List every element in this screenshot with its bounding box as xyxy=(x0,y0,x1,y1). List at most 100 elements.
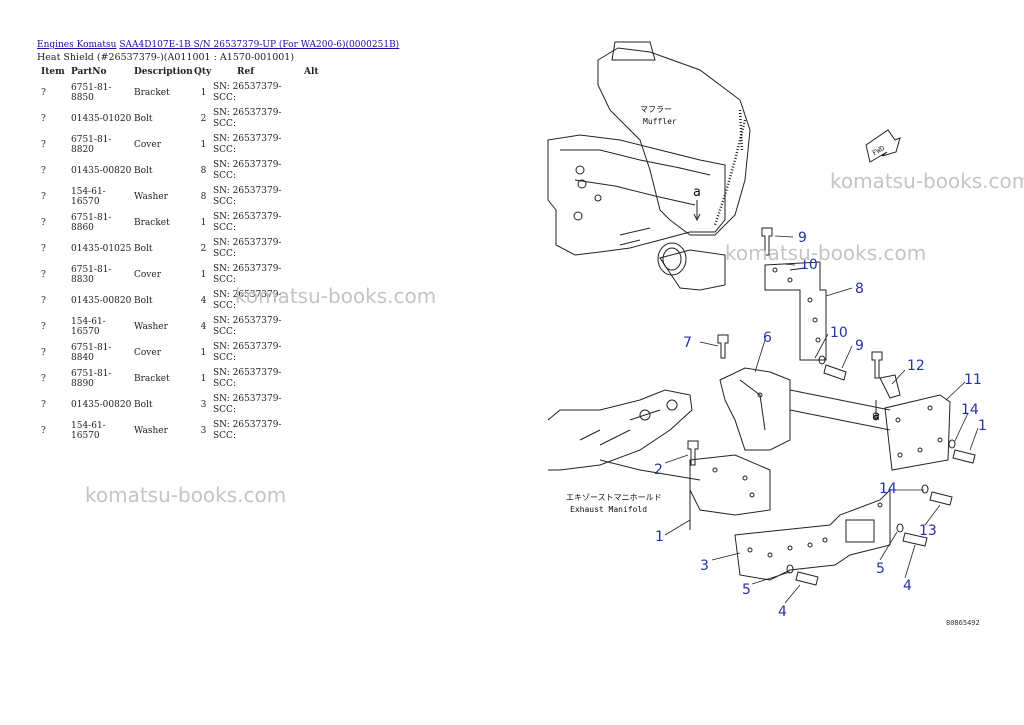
muffler-label-jp: マフラー xyxy=(640,105,672,114)
callout-9: 9 xyxy=(855,338,864,354)
cell-item: ? xyxy=(41,296,46,306)
cell-partno: 01435-01020 xyxy=(71,114,132,124)
manifold-label-en: Exhaust Manifold xyxy=(570,505,647,514)
leader-lines xyxy=(664,235,979,604)
cell-item: ? xyxy=(41,218,46,228)
callout-10: 10 xyxy=(800,257,818,273)
cell-qty: 1 xyxy=(200,374,207,384)
cell-qty: 1 xyxy=(200,140,207,150)
cell-ref: SN: 26537379-SCC: xyxy=(213,238,282,259)
cell-partno: 6751-81-8850 xyxy=(71,83,112,103)
marker-a: a xyxy=(693,185,701,200)
callout-labels: 9 10 8 10 9 6 7 12 11 14 1 2 1 3 5 4 14 … xyxy=(654,230,987,620)
bracket-8 xyxy=(764,261,827,361)
watermark: komatsu-books.com xyxy=(725,241,927,265)
cell-partno: 154-61-16570 xyxy=(71,317,106,337)
cell-description: Bolt xyxy=(134,296,153,306)
marker-a: a xyxy=(872,409,880,424)
header-item: Item xyxy=(41,67,65,77)
cell-description: Bracket xyxy=(134,374,170,384)
callout-1: 1 xyxy=(655,529,664,545)
cell-description: Cover xyxy=(134,270,162,280)
page-title: Heat Shield (#26537379-)(A011001 : A1570… xyxy=(37,52,295,63)
callout-6: 6 xyxy=(763,330,772,346)
callout-8: 8 xyxy=(855,281,864,297)
cell-description: Cover xyxy=(134,348,162,358)
cell-ref: SN: 26537379-SCC: xyxy=(213,342,282,363)
muffler: マフラー Muffler a xyxy=(597,41,751,236)
engine-outline xyxy=(547,134,726,481)
table-row: ? 6751-81-8850 Bracket 1 SN: 26537379-SCC: xyxy=(37,80,334,106)
bracket-1 xyxy=(689,454,771,530)
callout-14: 14 xyxy=(961,402,979,418)
cell-item: ? xyxy=(41,166,46,176)
breadcrumb-link-model[interactable]: SAA4D107E-1B S/N 26537379-UP (For WA200-… xyxy=(119,40,400,50)
cell-ref: SN: 26537379-SCC: xyxy=(213,368,282,389)
breadcrumb-link-engines[interactable]: Engines Komatsu xyxy=(37,40,117,50)
cover-6 xyxy=(719,367,891,451)
cell-partno: 6751-81-8890 xyxy=(71,369,112,389)
cell-qty: 3 xyxy=(200,400,207,410)
cell-ref: SN: 26537379-SCC: xyxy=(213,316,282,337)
cell-ref: SN: 26537379-SCC: xyxy=(213,394,282,415)
callout-2: 2 xyxy=(654,462,663,478)
cover-3 xyxy=(734,488,891,581)
breadcrumb: Engines Komatsu SAA4D107E-1B S/N 2653737… xyxy=(37,40,399,50)
cell-qty: 2 xyxy=(200,114,207,124)
cell-qty: 1 xyxy=(200,88,207,98)
callout-5: 5 xyxy=(876,561,885,577)
cell-ref: SN: 26537379-SCC: xyxy=(213,108,282,129)
cell-qty: 4 xyxy=(200,296,207,306)
cell-description: Bolt xyxy=(134,114,153,124)
cell-qty: 2 xyxy=(200,244,207,254)
callout-3: 3 xyxy=(700,558,709,574)
cell-qty: 8 xyxy=(200,192,207,202)
cell-description: Cover xyxy=(134,140,162,150)
cell-description: Washer xyxy=(134,192,168,202)
cell-ref: SN: 26537379-SCC: xyxy=(213,134,282,155)
cell-description: Bracket xyxy=(134,218,170,228)
cell-partno: 154-61-16570 xyxy=(71,187,106,207)
cell-item: ? xyxy=(41,322,46,332)
callout-1: 1 xyxy=(978,418,987,434)
cell-ref: SN: 26537379-SCC: xyxy=(213,82,282,103)
bolts xyxy=(687,227,976,586)
cell-qty: 1 xyxy=(200,348,207,358)
callout-13: 13 xyxy=(919,523,937,539)
callout-14: 14 xyxy=(879,481,897,497)
cell-item: ? xyxy=(41,192,46,202)
callout-10: 10 xyxy=(830,325,848,341)
cell-item: ? xyxy=(41,88,46,98)
header-description: Description xyxy=(134,67,193,77)
cover-11 xyxy=(884,394,951,471)
parts-table: Item PartNo Description Qty Ref Alt ?675… xyxy=(37,64,334,444)
cell-description: Washer xyxy=(134,426,168,436)
callout-4: 4 xyxy=(778,604,787,620)
muffler-label-en: Muffler xyxy=(643,117,677,126)
callout-9: 9 xyxy=(798,230,807,246)
cell-item: ? xyxy=(41,114,46,124)
cell-item: ? xyxy=(41,374,46,384)
manifold-label-jp: エキゾーストマニホールド xyxy=(566,493,662,502)
watermark: komatsu-books.com xyxy=(830,169,1024,193)
table-row: ? 6751-81-8890 Bracket 1 SN: 26537379-SCC: xyxy=(37,366,334,392)
diagram-code: 80865492 xyxy=(946,619,980,627)
cell-qty: 1 xyxy=(200,270,207,280)
cell-item: ? xyxy=(41,426,46,436)
callout-5: 5 xyxy=(742,582,751,598)
cell-partno: 01435-01025 xyxy=(71,244,132,254)
fwd-arrow-icon: FWD xyxy=(865,129,901,163)
cell-description: Washer xyxy=(134,322,168,332)
callout-7: 7 xyxy=(683,335,692,351)
header-alt: Alt xyxy=(304,67,319,77)
cell-description: Bracket xyxy=(134,88,170,98)
